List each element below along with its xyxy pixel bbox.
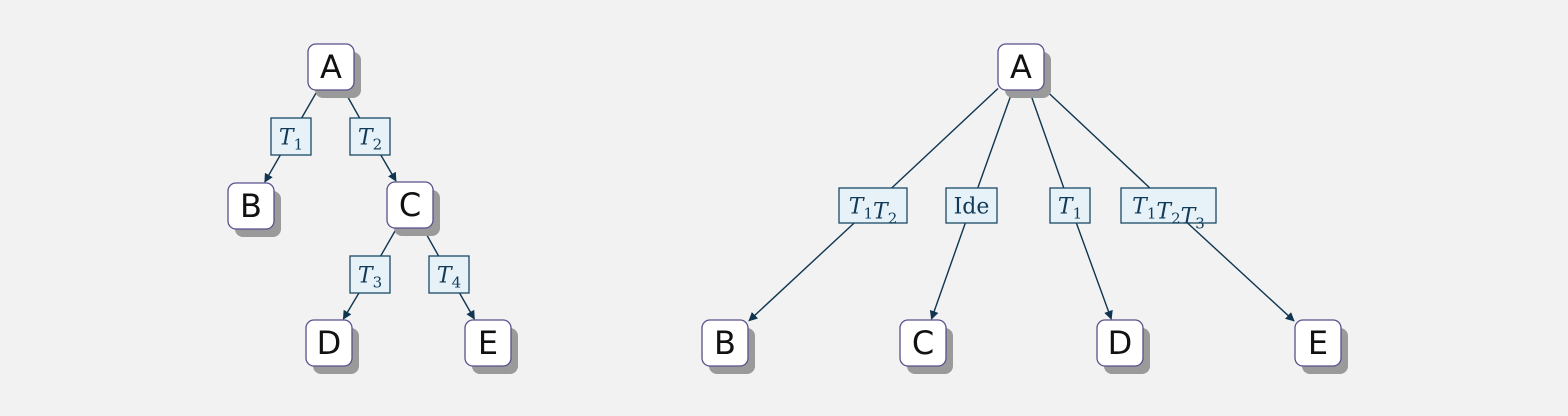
node-label: A <box>1010 48 1032 86</box>
node-D: D <box>305 319 359 374</box>
node-label: B <box>240 187 262 225</box>
edge-C-E-arrow <box>458 292 475 320</box>
edge-label-box <box>428 255 470 294</box>
label-symbol: T <box>873 200 890 225</box>
node-label: C <box>912 324 934 362</box>
label-subscript: 2 <box>1171 210 1181 228</box>
node-label: E <box>478 324 498 362</box>
edge-label-box <box>349 117 391 156</box>
edge-C-D-upper <box>380 227 398 257</box>
node-C: C <box>899 319 953 374</box>
node-E: E <box>1294 319 1348 374</box>
edge-label-A-B: T1 <box>270 117 312 156</box>
label-subscript: 4 <box>452 274 462 292</box>
node-box <box>899 319 947 367</box>
edge-label-C-E: T4 <box>428 255 470 294</box>
edge-A-D-upper <box>1028 89 1065 189</box>
edge-A-B-upper <box>301 89 319 119</box>
label-symbol: Ide <box>954 195 990 220</box>
node-box <box>1096 319 1144 367</box>
edge-label-text: T2 <box>358 126 382 154</box>
edge-label-text: T1T2T3 <box>1132 195 1205 233</box>
label-symbol: T <box>1132 195 1149 220</box>
edge-label-A-E: T1T2T3 <box>1120 187 1217 233</box>
edge-label-text: T1 <box>279 126 303 154</box>
label-subscript: 1 <box>863 205 873 223</box>
node-box <box>307 43 355 91</box>
node-D: D <box>1096 319 1150 374</box>
node-label: B <box>714 324 736 362</box>
edge-label-box <box>1120 187 1217 224</box>
edge-label-A-B: T1T2 <box>838 187 908 228</box>
edge-label-box <box>838 187 908 224</box>
label-subscript: 2 <box>373 136 383 154</box>
edge-A-D-arrow <box>1075 222 1113 320</box>
label-symbol: T <box>849 195 866 220</box>
label-symbol: T <box>358 126 375 151</box>
label-symbol: T <box>358 264 375 289</box>
node-box <box>1294 319 1342 367</box>
edge-label-text: T1 <box>1058 195 1082 223</box>
label-subscript: 1 <box>1073 205 1083 223</box>
node-E: E <box>464 319 518 374</box>
node-B: B <box>227 182 281 237</box>
edge-label-text: Ide <box>954 195 990 220</box>
edge-A-C-upper <box>977 89 1014 189</box>
nodes: A B C D E <box>701 43 1348 374</box>
label-symbol: T <box>279 126 296 151</box>
nodes: A B C D E <box>227 43 518 374</box>
label-symbol: T <box>1156 200 1173 225</box>
node-box <box>227 182 275 230</box>
node-label: A <box>320 48 342 86</box>
label-symbol: T <box>437 264 454 289</box>
edge-C-D-arrow <box>342 292 360 320</box>
edge-label-box <box>945 187 998 224</box>
label-subscript: 3 <box>373 274 383 292</box>
node-A: A <box>307 43 361 98</box>
edge-label-box <box>270 117 312 156</box>
node-label: D <box>1108 324 1133 362</box>
edge-A-C-arrow <box>380 154 397 182</box>
label-subscript: 2 <box>888 210 898 228</box>
node-A: A <box>997 43 1051 98</box>
node-B: B <box>701 319 755 374</box>
node-box <box>386 181 434 229</box>
label-symbol: T <box>1058 195 1075 220</box>
edge-A-B-arrow <box>748 222 855 322</box>
edge-label-A-C: T2 <box>349 117 391 156</box>
label-subscript: 1 <box>294 136 304 154</box>
label-subscript: 3 <box>1195 215 1205 233</box>
node-label: D <box>317 324 342 362</box>
label-subscript: 1 <box>1147 205 1157 223</box>
node-box <box>305 319 353 367</box>
edge-label-C-D: T3 <box>349 255 391 294</box>
edge-A-C-arrow <box>929 222 966 320</box>
node-box <box>997 43 1045 91</box>
edge-A-B-arrow <box>264 154 281 183</box>
node-label: C <box>399 186 421 224</box>
node-box <box>464 319 512 367</box>
edge-A-E-arrow <box>1187 222 1295 322</box>
label-symbol: T <box>1181 205 1198 230</box>
edge-label-text: T1T2 <box>849 195 897 228</box>
edges <box>748 88 1295 322</box>
node-box <box>701 319 749 367</box>
edge-label-A-D: T1 <box>1049 187 1091 224</box>
edge-label-box <box>349 255 391 294</box>
edge-A-B-upper <box>891 88 999 189</box>
edge-label-box <box>1049 187 1091 224</box>
edge-label-text: T4 <box>437 264 461 292</box>
edge-label-text: T3 <box>358 264 382 292</box>
edge-A-E-upper <box>1043 88 1151 189</box>
node-C: C <box>386 181 440 236</box>
edge-label-A-C: Ide <box>945 187 998 224</box>
node-label: E <box>1308 324 1328 362</box>
